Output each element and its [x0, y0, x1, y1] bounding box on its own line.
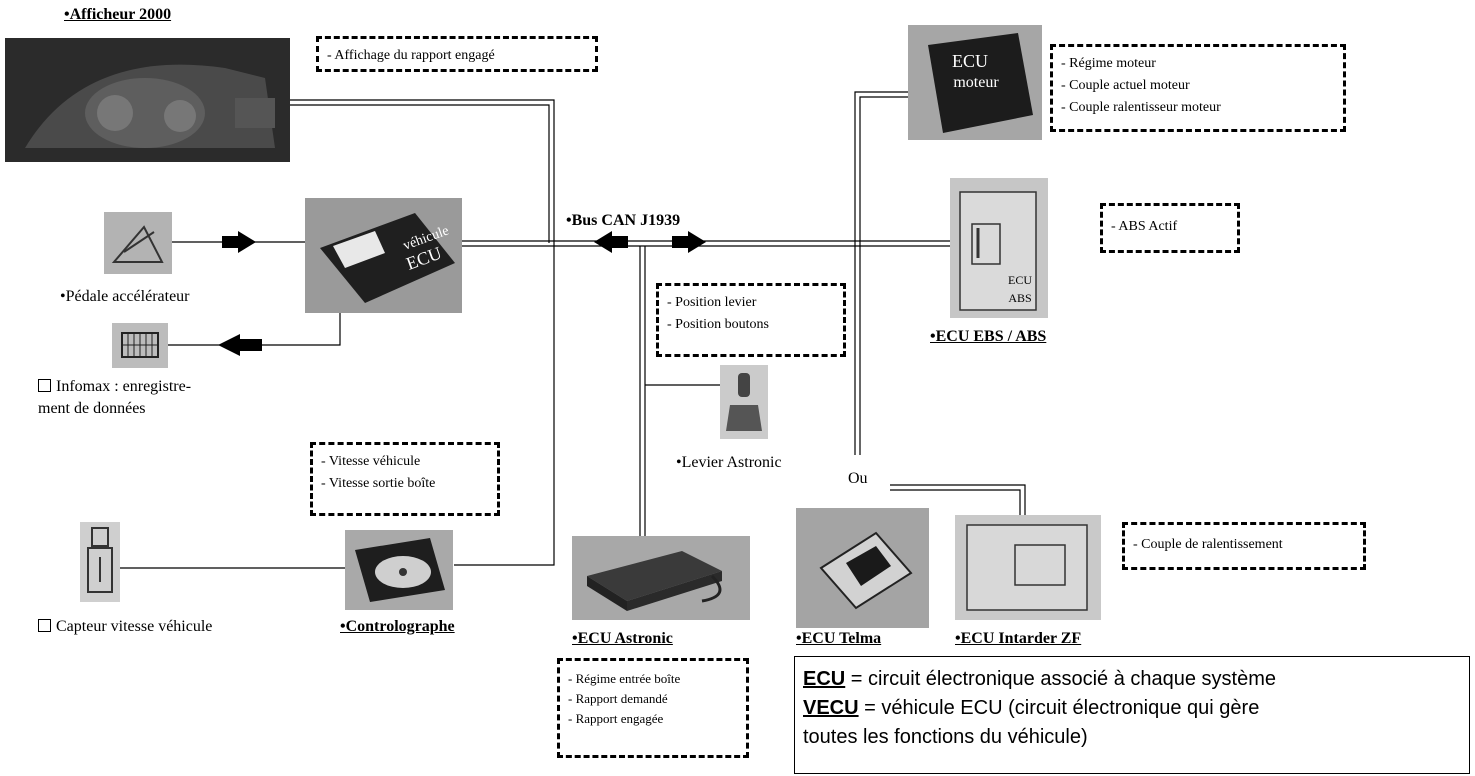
- bus-label: •Bus CAN J1939: [566, 212, 680, 230]
- infomax-label-2: ment de données: [38, 400, 146, 418]
- afficheur-image: [5, 38, 290, 162]
- checkbox-icon: [38, 619, 51, 632]
- telma-ecu-icon: [796, 508, 929, 628]
- vitesse-info-box: - Vitesse véhicule - Vitesse sortie boît…: [310, 442, 500, 516]
- svg-text:ECU: ECU: [952, 51, 988, 71]
- infomax-label-line1: Infomax : enregistre-: [56, 378, 191, 395]
- astronic-info-line: - Rapport demandé: [568, 689, 738, 709]
- ecu-intarder-image: [955, 515, 1101, 620]
- connector-icon: [112, 323, 168, 368]
- afficheur-info-box: - Affichage du rapport engagé: [316, 36, 598, 72]
- pedale-arrow: [222, 231, 256, 253]
- legend-ecu-line: ECU = circuit électronique associé à cha…: [803, 665, 1461, 694]
- ecu-intarder-label: •ECU Intarder ZF: [955, 630, 1081, 648]
- ecu-ebs-label: •ECU EBS / ABS: [930, 328, 1046, 346]
- ecu-telma-label: •ECU Telma: [796, 630, 881, 648]
- moteur-info-box: - Régime moteur - Couple actuel moteur -…: [1050, 44, 1346, 132]
- infomax-arrow: [218, 334, 262, 356]
- moteur-info-line: - Régime moteur: [1061, 53, 1335, 75]
- infomax-image: [112, 323, 168, 368]
- legend-vecu-term: VECU: [803, 697, 859, 719]
- ecu-astronic-label: •ECU Astronic: [572, 630, 673, 648]
- svg-text:ABS: ABS: [1008, 291, 1031, 305]
- moteur-info-line: - Couple actuel moteur: [1061, 75, 1335, 97]
- ecu-ebs-image: ECU ABS: [950, 178, 1048, 318]
- ecu-moteur-image: ECU moteur: [908, 25, 1042, 140]
- abs-ecu-icon: ECU ABS: [950, 178, 1048, 318]
- capteur-label-text: Capteur vitesse véhicule: [56, 618, 212, 635]
- ecu-astronic-image: [572, 536, 750, 620]
- abs-info-box: - ABS Actif: [1100, 203, 1240, 253]
- tachograph-icon: [345, 530, 453, 610]
- moteur-info-line: - Couple ralentisseur moteur: [1061, 97, 1335, 119]
- svg-text:moteur: moteur: [953, 74, 999, 91]
- abs-info-line: - ABS Actif: [1111, 212, 1229, 242]
- lever-icon: [720, 365, 768, 439]
- legend-vecu-def: = véhicule ECU (circuit électronique qui…: [859, 697, 1260, 719]
- capteur-image: [80, 522, 120, 602]
- ecu-telma-image: [796, 508, 929, 628]
- ou-label: Ou: [848, 470, 868, 488]
- ralentissement-info-box: - Couple de ralentissement: [1122, 522, 1366, 570]
- intarder-ecu-icon: [955, 515, 1101, 620]
- afficheur-info-line: - Affichage du rapport engagé: [327, 45, 587, 67]
- legend-box: ECU = circuit électronique associé à cha…: [794, 656, 1470, 774]
- astronic-info-box: - Régime entrée boîte - Rapport demandé …: [557, 658, 749, 758]
- vecu-box-icon: véhicule ECU: [305, 198, 462, 313]
- pedale-label: •Pédale accélérateur: [60, 288, 190, 306]
- engine-ecu-icon: ECU moteur: [908, 25, 1042, 140]
- controlographe-image: [345, 530, 453, 610]
- legend-vecu-def-2: toutes les fonctions du véhicule): [803, 723, 1461, 752]
- levier-image: [720, 365, 768, 439]
- pedale-image: [104, 212, 172, 274]
- ralentissement-info-line: - Couple de ralentissement: [1133, 531, 1355, 559]
- legend-ecu-term: ECU: [803, 668, 845, 690]
- legend-vecu-line: VECU = véhicule ECU (circuit électroniqu…: [803, 694, 1461, 723]
- legend-ecu-def: = circuit électronique associé à chaque …: [845, 668, 1276, 690]
- capteur-label: Capteur vitesse véhicule: [38, 618, 212, 636]
- levier-info-box: - Position levier - Position boutons: [656, 283, 846, 357]
- checkbox-icon: [38, 379, 51, 392]
- sensor-icon: [80, 522, 120, 602]
- afficheur-label: •Afficheur 2000: [64, 6, 171, 24]
- bus-arrow-left: [594, 231, 628, 253]
- vitesse-info-line: - Vitesse sortie boîte: [321, 473, 489, 495]
- ecu-moteur-wire-2: [860, 97, 910, 455]
- svg-text:ECU: ECU: [1008, 273, 1032, 287]
- afficheur-dashboard-icon: [5, 38, 290, 162]
- levier-label: •Levier Astronic: [676, 454, 782, 472]
- vitesse-info-line: - Vitesse véhicule: [321, 451, 489, 473]
- astronic-info-line: - Rapport engagée: [568, 709, 738, 729]
- ecu-moteur-wire: [855, 92, 910, 455]
- gearbox-ecu-icon: [572, 536, 750, 620]
- pedal-icon: [104, 212, 172, 274]
- bus-arrow-right: [672, 231, 706, 253]
- astronic-info-line: - Régime entrée boîte: [568, 669, 738, 689]
- levier-info-line: - Position boutons: [667, 314, 835, 336]
- controlographe-label: •Controlographe: [340, 618, 455, 636]
- infomax-label: Infomax : enregistre-: [38, 378, 191, 396]
- levier-info-line: - Position levier: [667, 292, 835, 314]
- vecu-image: véhicule ECU: [305, 198, 462, 313]
